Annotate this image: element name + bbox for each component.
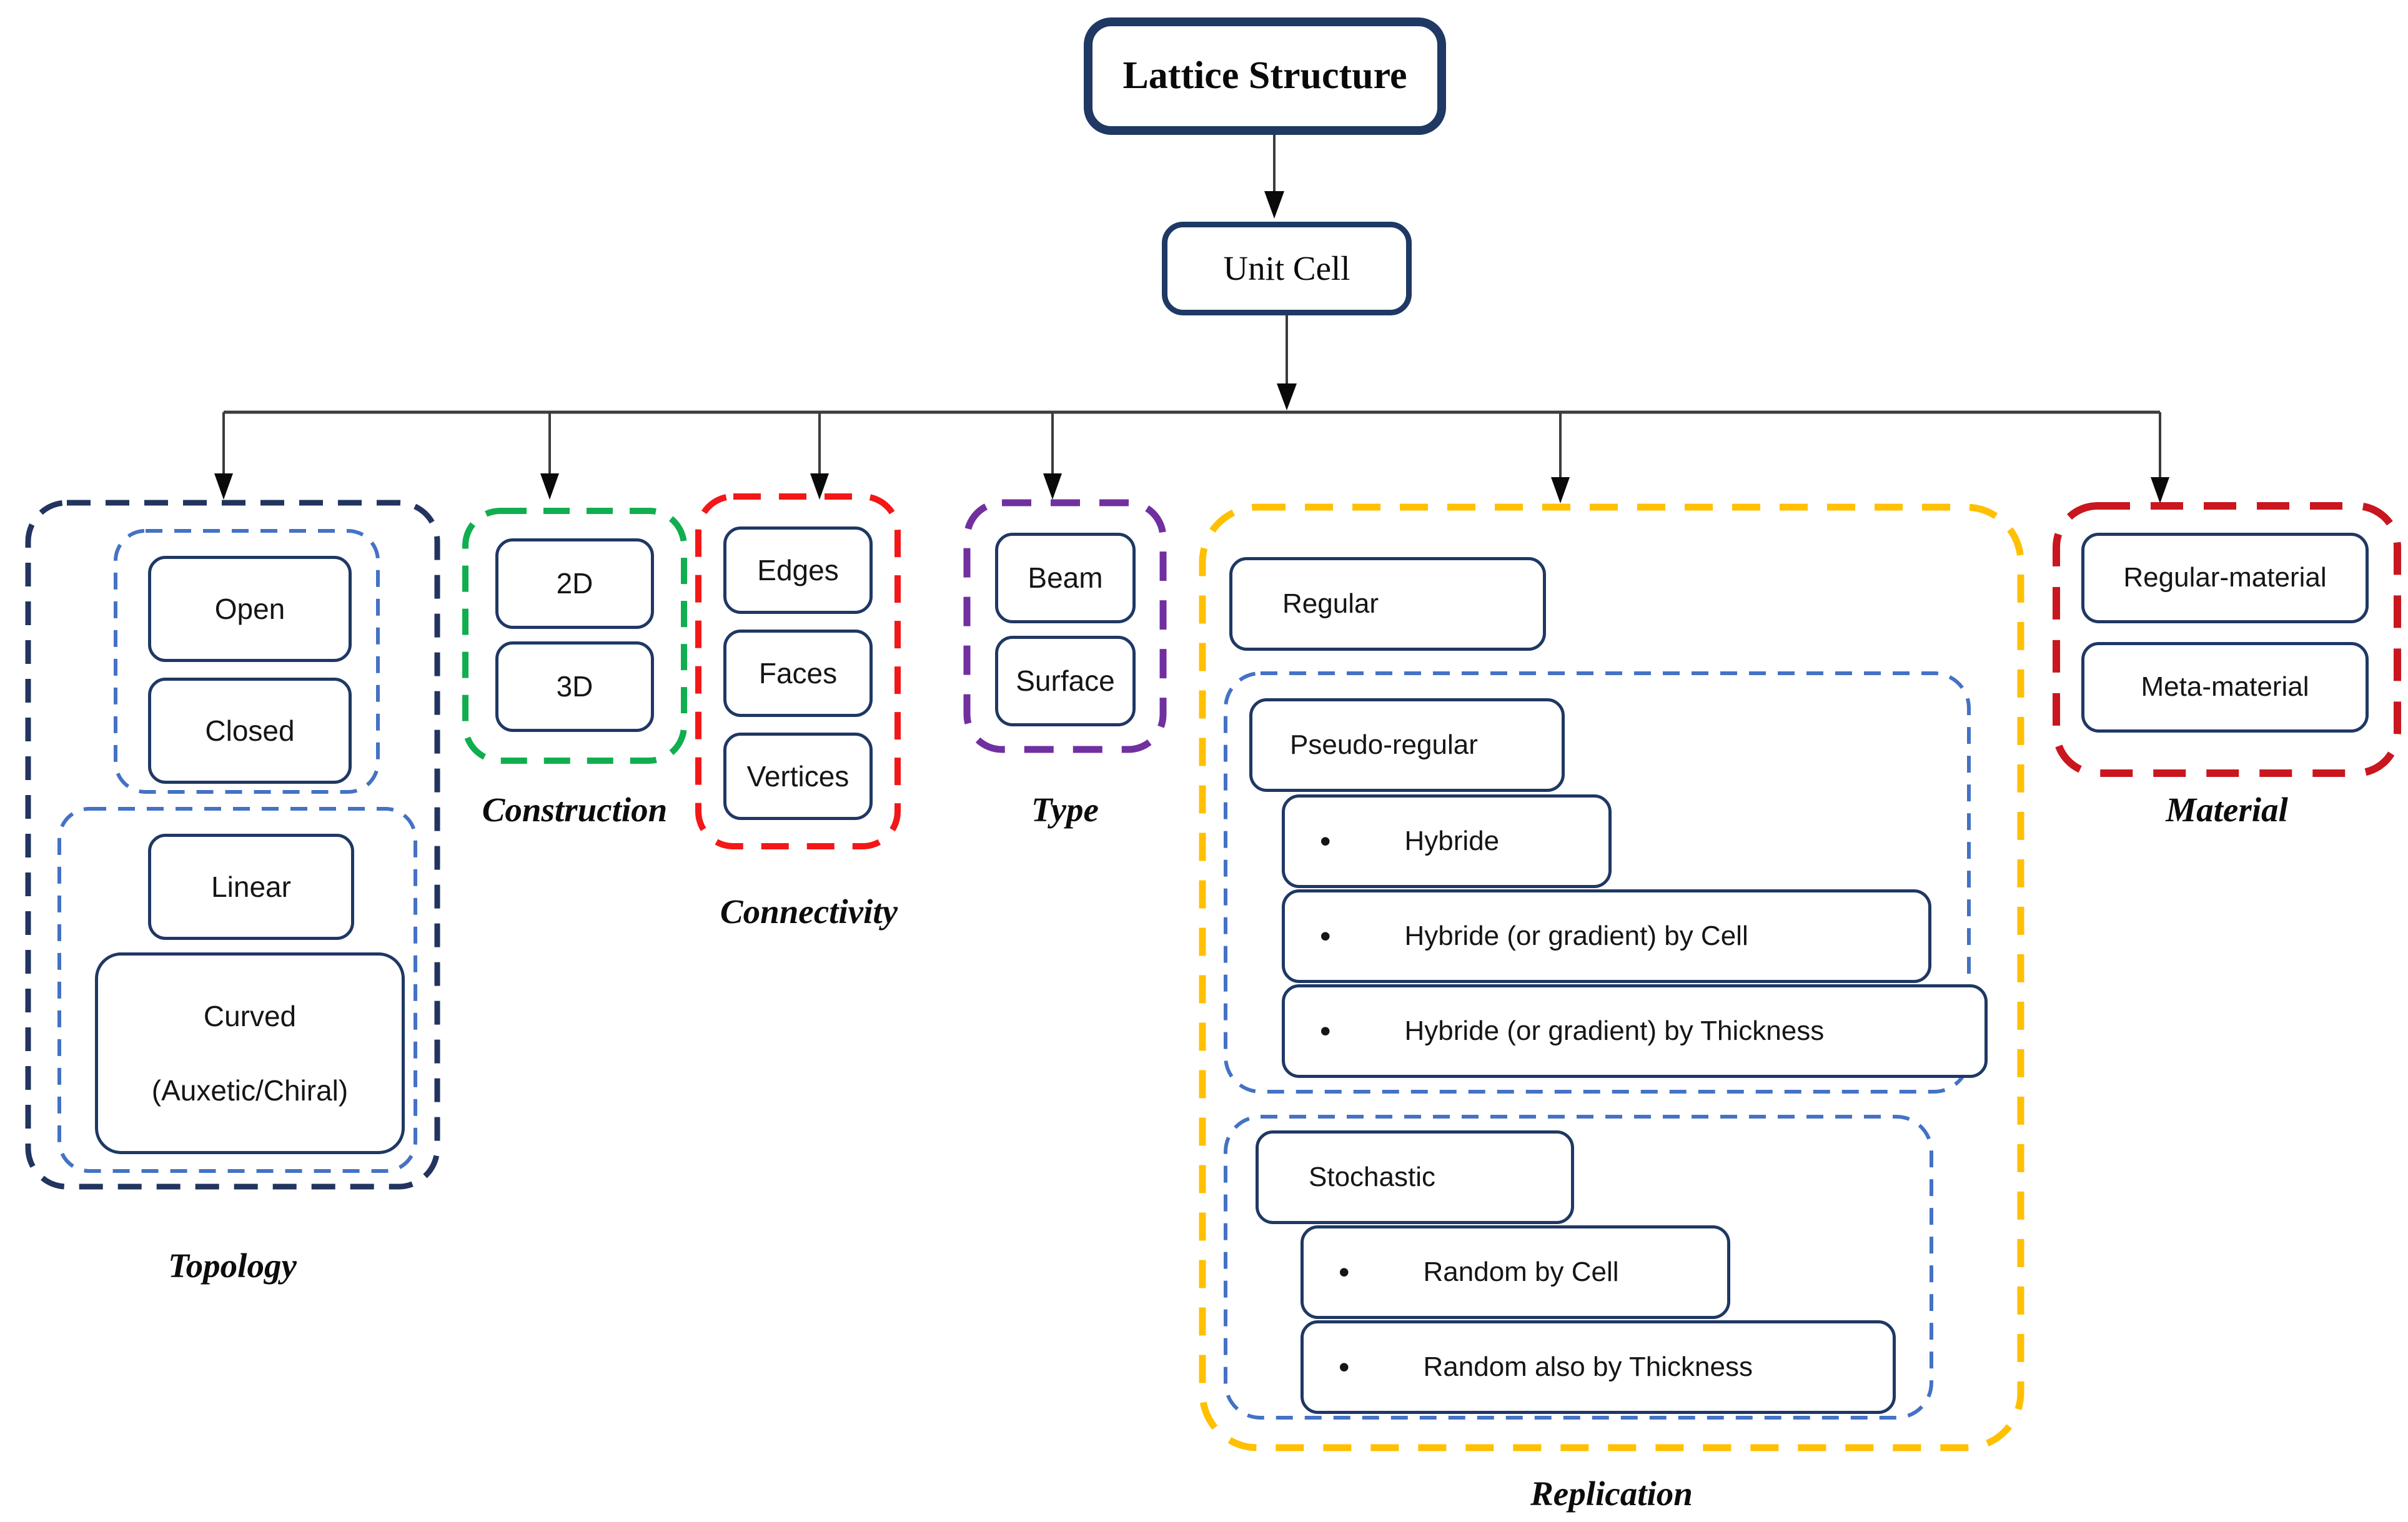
node-stochastic: Stochastic <box>1256 1130 1574 1224</box>
arrowhead-root-to-unitcell <box>1264 191 1284 219</box>
bullet-icon: • <box>1339 1255 1350 1290</box>
node-vertices: Vertices <box>723 733 873 820</box>
replication-stochastic-subgroup-outline <box>1224 1115 1933 1420</box>
branch-arrowhead-type <box>1043 473 1062 500</box>
branch-arrowhead-connectivity <box>810 473 829 500</box>
node-hybride-by-cell-label: Hybride (or gradient) by Cell <box>1404 920 1748 951</box>
node-curved-label-line2: (Auxetic/Chiral) <box>151 1074 349 1107</box>
node-beam: Beam <box>995 533 1136 623</box>
node-unit-cell-label: Unit Cell <box>1223 249 1350 288</box>
topology-group-outline <box>25 500 440 1190</box>
bullet-icon: • <box>1320 919 1331 954</box>
node-regular-material: Regular-material <box>2081 533 2369 623</box>
node-faces-label: Faces <box>758 656 838 689</box>
node-surface-label: Surface <box>1016 665 1115 698</box>
branch-arrowhead-material <box>2151 477 2169 503</box>
node-pseudo-regular-label: Pseudo-regular <box>1290 729 1478 760</box>
node-vertices-label: Vertices <box>746 759 850 793</box>
node-stochastic-label: Stochastic <box>1309 1161 1435 1192</box>
node-random-by-cell-label: Random by Cell <box>1423 1256 1619 1287</box>
node-linear-label: Linear <box>211 870 291 903</box>
node-regular: Regular <box>1229 557 1546 651</box>
node-meta-material-label: Meta-material <box>2141 671 2309 703</box>
bullet-icon: • <box>1320 1014 1331 1049</box>
node-open: Open <box>148 556 352 662</box>
node-lattice-structure: Lattice Structure <box>1084 17 1446 135</box>
branch-arrowhead-topology <box>214 473 233 500</box>
node-linear: Linear <box>148 834 354 940</box>
node-random-by-cell: • Random by Cell <box>1301 1225 1730 1319</box>
node-hybride: • Hybride <box>1282 794 1612 888</box>
replication-group-label: Replication <box>1530 1475 1693 1513</box>
connectivity-group-outline <box>695 493 901 849</box>
bullet-icon: • <box>1339 1350 1350 1385</box>
topology-open-closed-subgroup-outline <box>114 529 380 794</box>
node-hybride-by-cell: • Hybride (or gradient) by Cell <box>1282 889 1931 983</box>
node-open-label: Open <box>214 592 285 625</box>
node-curved-label-line1: Curved <box>203 999 297 1032</box>
branch-arrowhead-replication <box>1551 477 1570 503</box>
replication-pseudo-regular-subgroup-outline <box>1224 671 1971 1094</box>
node-hybride-by-thickness: • Hybride (or gradient) by Thickness <box>1282 984 1988 1078</box>
node-3d: 3D <box>495 641 654 732</box>
node-unit-cell: Unit Cell <box>1162 222 1412 315</box>
node-curved: Curved (Auxetic/Chiral) <box>95 952 405 1154</box>
node-surface: Surface <box>995 636 1136 726</box>
replication-group-outline <box>1199 503 2024 1451</box>
material-group-outline <box>2053 502 2401 777</box>
node-edges-label: Edges <box>757 553 839 586</box>
node-random-also-by-thickness-label: Random also by Thickness <box>1423 1351 1753 1382</box>
type-group-label: Type <box>1031 791 1099 829</box>
node-random-also-by-thickness: • Random also by Thickness <box>1301 1320 1896 1414</box>
arrowhead-unitcell-to-branch <box>1277 383 1297 410</box>
node-regular-material-label: Regular-material <box>2123 562 2327 593</box>
topology-group-label: Topology <box>168 1247 297 1285</box>
construction-group-label: Construction <box>482 791 668 829</box>
node-beam-label: Beam <box>1028 561 1103 595</box>
node-lattice-structure-label: Lattice Structure <box>1122 54 1407 97</box>
node-hybride-label: Hybride <box>1404 825 1500 856</box>
node-pseudo-regular: Pseudo-regular <box>1249 698 1565 792</box>
node-closed: Closed <box>148 678 352 784</box>
node-regular-label: Regular <box>1282 588 1379 619</box>
bullet-icon: • <box>1320 824 1331 859</box>
material-group-label: Material <box>2166 791 2288 829</box>
connectivity-group-label: Connectivity <box>720 892 898 931</box>
node-2d: 2D <box>495 538 654 629</box>
node-2d-label: 2D <box>556 567 593 600</box>
branch-arrowhead-construction <box>540 473 559 500</box>
node-closed-label: Closed <box>205 714 295 747</box>
node-3d-label: 3D <box>556 670 593 703</box>
node-faces: Faces <box>723 630 873 717</box>
node-meta-material: Meta-material <box>2081 642 2369 733</box>
node-edges: Edges <box>723 526 873 614</box>
node-hybride-by-thickness-label: Hybride (or gradient) by Thickness <box>1404 1015 1825 1046</box>
type-group-outline <box>963 499 1167 753</box>
topology-linear-curved-subgroup-outline <box>57 807 417 1173</box>
